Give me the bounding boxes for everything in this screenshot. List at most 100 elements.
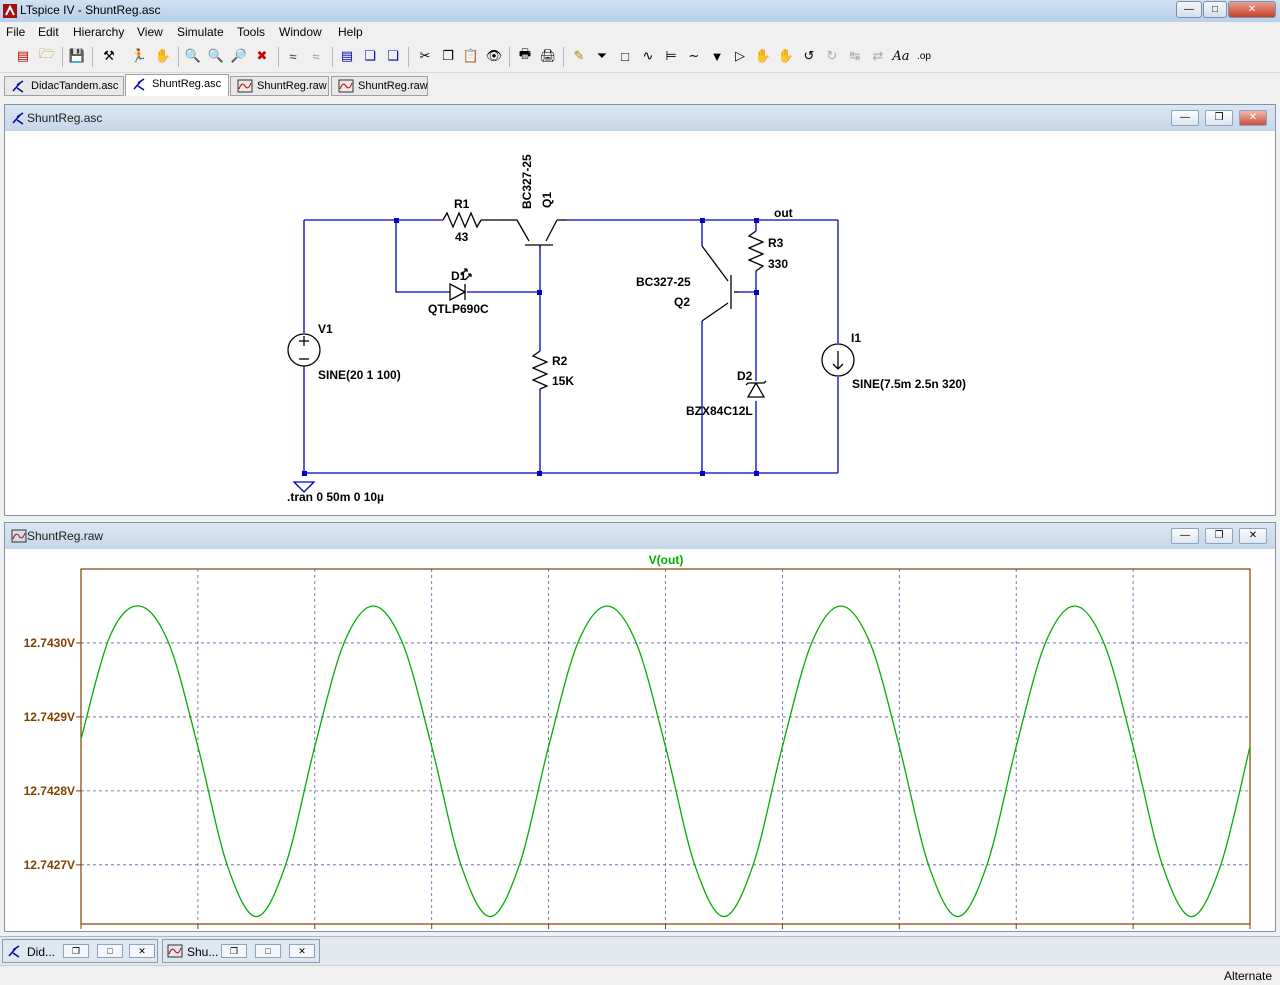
waveform-icon [237, 79, 253, 93]
transistor-q2[interactable] [701, 245, 739, 322]
pan-icon[interactable]: 🔍 [207, 48, 225, 63]
save-icon[interactable]: 💾 [68, 48, 86, 63]
task-didactandem[interactable]: Did... ❐ □ ✕ [2, 939, 158, 963]
drag-icon[interactable]: ✋ [777, 48, 795, 63]
maximize-button[interactable]: □ [1203, 1, 1227, 18]
waveform-plot[interactable]: V(out) 0ms5ms10ms15ms20ms25ms30ms35ms40m… [5, 549, 1275, 931]
menu-help[interactable]: Help [338, 25, 363, 39]
open-folder-icon[interactable]: 🗁 [38, 46, 56, 61]
toolbar-separator [278, 47, 279, 67]
junction-dots [302, 218, 759, 476]
label-q1-model: BC327-25 [520, 154, 534, 209]
copy-icon[interactable]: ❐ [442, 48, 454, 63]
menu-window[interactable]: Window [279, 25, 322, 39]
y-tick-label: 12.7430V [24, 636, 75, 650]
move-icon[interactable]: ✋ [754, 48, 772, 63]
waveform-icon [167, 944, 183, 958]
tab-shuntreg-raw-2[interactable]: ShuntReg.raw [331, 76, 428, 96]
voltage-source-v1[interactable] [287, 333, 321, 367]
toolbar-separator [92, 47, 93, 67]
menu-simulate[interactable]: Simulate [177, 25, 224, 39]
zener-d2[interactable] [745, 380, 767, 398]
toolbar-separator [563, 47, 564, 67]
toolbar-separator [178, 47, 179, 67]
delete-trace-icon[interactable]: ≈ [312, 48, 320, 64]
task-maximize-button[interactable]: □ [97, 944, 123, 958]
schematic-canvas[interactable]: R1 43 BC327-25 Q1 D1 QTLP690C R2 15K V1 … [5, 131, 1275, 515]
transistor-q1[interactable] [501, 219, 567, 249]
tab-shuntreg-asc[interactable]: ShuntReg.asc [125, 74, 229, 96]
label-q2-model: BC327-25 [636, 275, 691, 289]
control-panel-icon[interactable]: ⚒ [103, 48, 115, 63]
component-icon[interactable]: ▷ [735, 48, 745, 63]
menu-edit[interactable]: Edit [38, 25, 59, 39]
minimize-button[interactable]: — [1176, 1, 1202, 18]
y-tick-label: 12.7427V [24, 858, 75, 872]
print-setup-icon[interactable]: 🖶 [518, 46, 532, 61]
label-r2-value: 15K [552, 374, 574, 388]
label-r2: R2 [552, 354, 568, 368]
zoom-in-icon[interactable]: 🔍 [184, 48, 202, 63]
tab-label: ShuntReg.raw [257, 80, 327, 92]
resistor-icon[interactable]: ∿ [642, 48, 654, 63]
tab-shuntreg-raw-1[interactable]: ShuntReg.raw [230, 76, 329, 96]
title-bar: LTspice IV - ShuntReg.asc — □ ✕ [0, 0, 1280, 22]
toolbar-separator [332, 47, 333, 67]
label-net-icon[interactable]: □ [621, 48, 629, 64]
trace-label-vout[interactable]: V(out) [649, 553, 684, 567]
close-button[interactable]: ✕ [1228, 1, 1276, 18]
diode-d1[interactable] [449, 268, 472, 302]
task-maximize-button[interactable]: □ [255, 944, 281, 958]
schematic-minimize-button[interactable]: — [1171, 110, 1199, 126]
menu-hierarchy[interactable]: Hierarchy [73, 25, 125, 39]
resistor-r1[interactable] [442, 211, 482, 229]
run-icon[interactable]: 🏃 [130, 48, 148, 63]
status-text: Alternate [1223, 969, 1272, 983]
label-r1: R1 [454, 197, 470, 211]
task-restore-button[interactable]: ❐ [221, 944, 247, 958]
menu-file[interactable]: File [6, 25, 26, 39]
current-source-i1[interactable] [821, 343, 855, 377]
autorange-icon[interactable]: ≈ [289, 48, 297, 64]
zoom-fit-icon[interactable]: ✖ [256, 48, 268, 63]
schematic-icon [12, 112, 24, 125]
mirror-icon[interactable]: ⇄ [872, 48, 884, 63]
cut-icon[interactable]: ✂ [419, 48, 431, 63]
paste-icon[interactable]: 📋 [462, 48, 480, 63]
task-shuntreg-raw[interactable]: Shu... ❐ □ ✕ [162, 939, 320, 963]
resistor-r2[interactable] [531, 350, 549, 390]
tile-horizontal-icon[interactable]: ▤ [340, 48, 354, 63]
cascade-icon[interactable]: ❏ [364, 48, 376, 63]
redo-icon[interactable]: ↻ [826, 48, 838, 63]
inductor-icon[interactable]: ∼ [688, 48, 700, 63]
rotate-icon[interactable]: ↹ [849, 48, 861, 63]
zoom-out-icon[interactable]: 🔎 [230, 48, 248, 63]
label-q2: Q2 [674, 295, 690, 309]
menu-tools[interactable]: Tools [237, 25, 266, 39]
schematic-close-button[interactable]: ✕ [1239, 110, 1267, 126]
task-close-button[interactable]: ✕ [129, 944, 155, 958]
close-all-icon[interactable]: ❏ [387, 48, 399, 63]
ground-icon[interactable]: ⏷ [596, 48, 608, 63]
spice-directive-icon[interactable]: .op [917, 50, 931, 62]
print-icon[interactable]: 🖨 [539, 48, 557, 63]
task-close-button[interactable]: ✕ [289, 944, 315, 958]
tab-label: ShuntReg.raw [358, 80, 428, 92]
find-icon[interactable]: 👁 [485, 48, 503, 63]
task-restore-button[interactable]: ❐ [63, 944, 89, 958]
waveform-restore-button[interactable]: ❐ [1205, 528, 1233, 544]
draw-wire-icon[interactable]: ✎ [573, 48, 585, 63]
resistor-r3[interactable] [747, 230, 765, 272]
task-label: Shu... [187, 945, 219, 959]
text-icon[interactable]: Aa [892, 48, 910, 64]
new-schematic-icon[interactable]: ▤ [16, 48, 30, 63]
schematic-restore-button[interactable]: ❐ [1205, 110, 1233, 126]
tab-didactandem[interactable]: DidacTandem.asc [4, 76, 124, 96]
capacitor-icon[interactable]: ⊨ [665, 48, 677, 63]
waveform-close-button[interactable]: ✕ [1239, 528, 1267, 544]
diode-icon[interactable]: ▼ [710, 48, 724, 64]
waveform-minimize-button[interactable]: — [1171, 528, 1199, 544]
menu-view[interactable]: View [137, 25, 163, 39]
halt-icon[interactable]: ✋ [154, 48, 172, 63]
undo-icon[interactable]: ↺ [803, 48, 815, 63]
